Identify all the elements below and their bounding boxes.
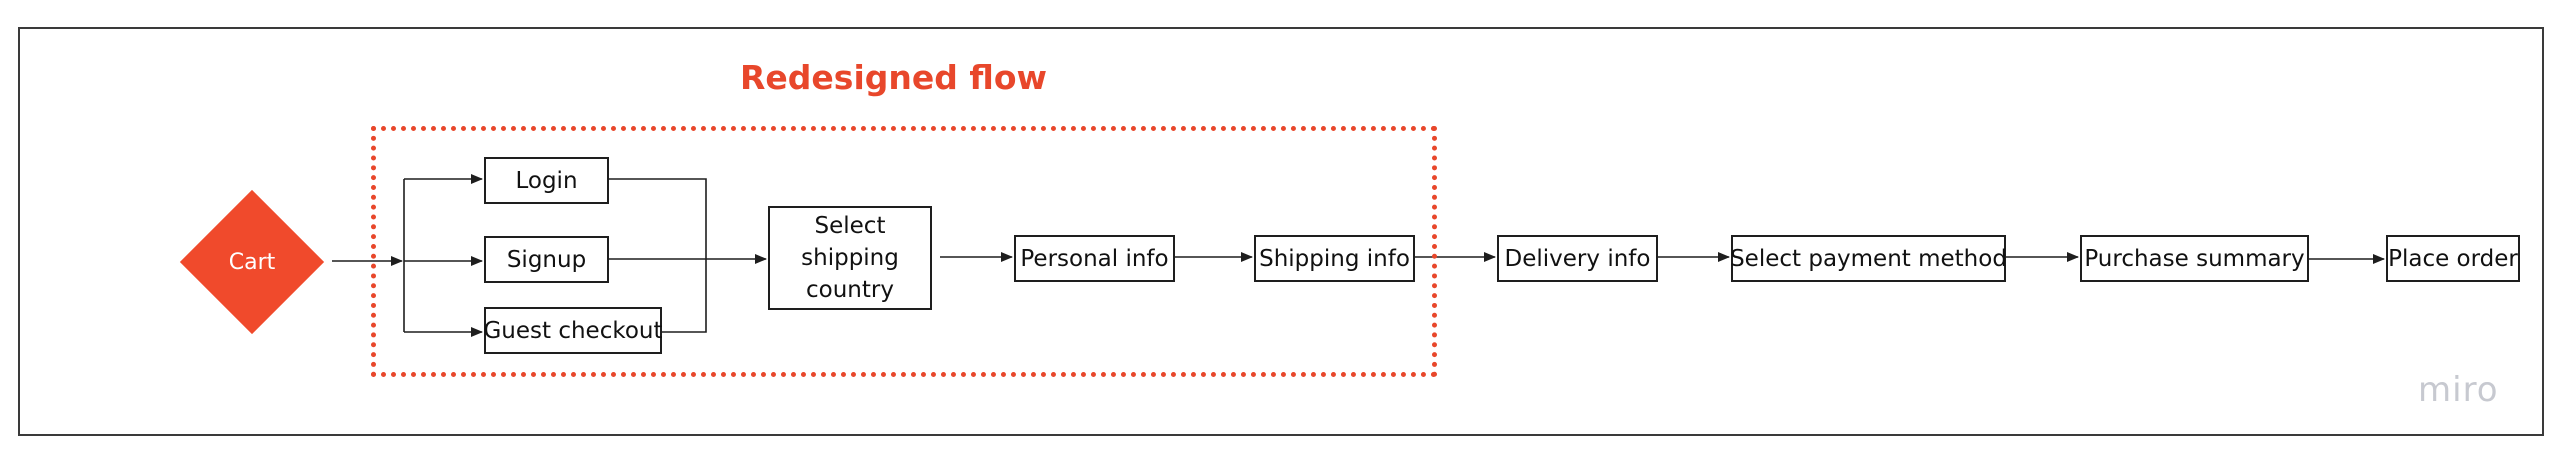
place-order-node[interactable]: Place order (2386, 235, 2520, 282)
miro-watermark: miro (2418, 370, 2499, 410)
redesigned-flow-region[interactable] (371, 126, 1437, 377)
login-node[interactable]: Login (484, 157, 609, 204)
connector-login-merge (608, 178, 707, 333)
personal-info-node[interactable]: Personal info (1014, 235, 1175, 282)
canvas-frame (18, 27, 2544, 436)
cart-label: Cart (228, 249, 276, 275)
select-payment-method-node[interactable]: Select payment method (1730, 235, 2007, 282)
delivery-info-node[interactable]: Delivery info (1497, 235, 1658, 282)
shipping-info-node[interactable]: Shipping info (1254, 235, 1415, 282)
cart-decision-node[interactable]: Cart (179, 189, 325, 335)
signup-node[interactable]: Signup (484, 236, 609, 283)
region-title: Redesigned flow (740, 58, 1047, 97)
guest-checkout-node[interactable]: Guest checkout (483, 307, 663, 354)
select-shipping-country-node[interactable]: Select shipping country (768, 206, 932, 310)
purchase-summary-node[interactable]: Purchase summary (2080, 235, 2309, 282)
